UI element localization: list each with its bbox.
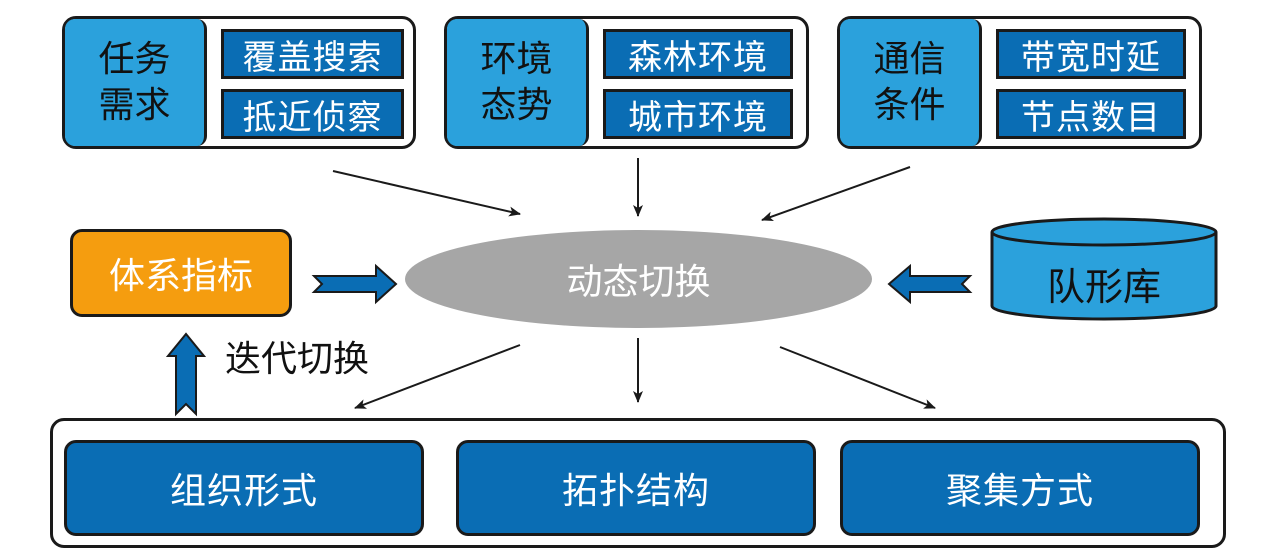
arrow-switch-to-aggregation — [779, 346, 936, 409]
organization-form-box: 组织形式 — [64, 440, 424, 536]
task-requirements-label: 任务 需求 — [65, 19, 207, 146]
forest-environment-tag: 森林环境 — [603, 29, 793, 79]
aggregation-mode-box: 聚集方式 — [840, 440, 1200, 536]
iterative-switch-label: 迭代切换 — [225, 339, 370, 380]
urban-environment-tag: 城市环境 — [603, 89, 793, 139]
system-metrics-box: 体系指标 — [70, 229, 292, 317]
block-arrow-metrics-to-switch — [311, 263, 398, 305]
arrow-task-to-switch — [332, 170, 521, 217]
topology-structure-box: 拓扑结构 — [456, 440, 816, 536]
environment-situation-label: 环境 态势 — [447, 19, 589, 146]
bandwidth-latency-tag: 带宽时延 — [996, 29, 1186, 79]
dynamic-switch-ellipse: 动态切换 — [405, 230, 872, 328]
coverage-search-tag: 覆盖搜索 — [221, 29, 404, 79]
block-arrow-library-to-switch — [887, 263, 973, 305]
communication-conditions-group: 通信 条件 带宽时延 节点数目 — [837, 16, 1202, 149]
task-requirements-group: 任务 需求 覆盖搜索 抵近侦察 — [62, 16, 416, 149]
close-reconnaissance-tag: 抵近侦察 — [221, 89, 404, 139]
block-arrow-iteration-up — [165, 332, 207, 417]
arrow-switch-to-organization — [354, 344, 521, 409]
communication-conditions-label: 通信 条件 — [840, 19, 982, 146]
arrow-comm-to-switch — [761, 166, 911, 221]
environment-situation-group: 环境 态势 森林环境 城市环境 — [444, 16, 809, 149]
formation-library-label: 队形库 — [1046, 264, 1161, 309]
cylinder-shape — [990, 217, 1218, 321]
node-count-tag: 节点数目 — [996, 89, 1186, 139]
